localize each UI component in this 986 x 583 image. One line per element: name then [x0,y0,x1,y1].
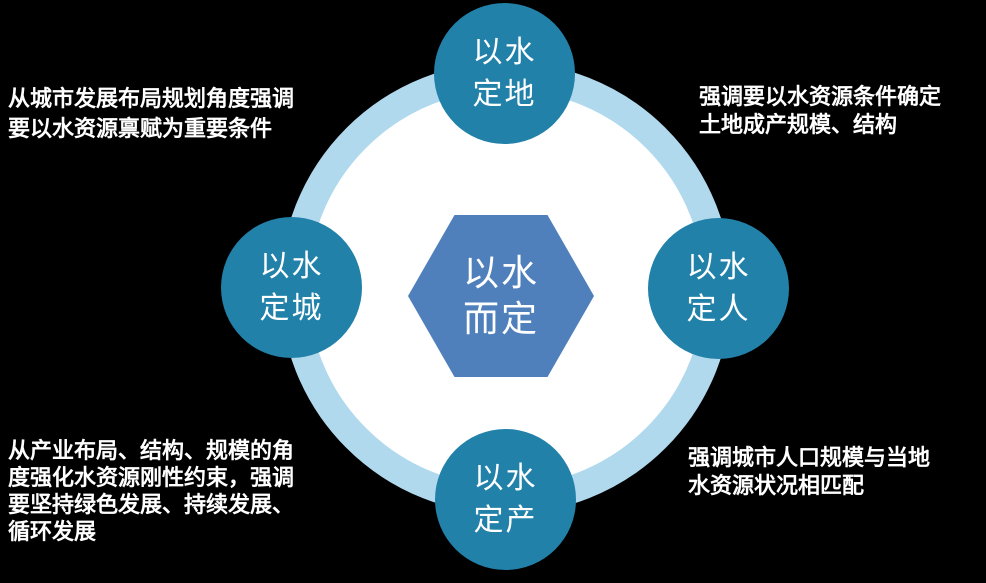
node-left-label-line2: 定城 [259,291,324,325]
node-top-label-line2: 定地 [472,77,537,111]
annotation-top-right: 强调要以水资源条件确定 土地成产规模、结构 [699,83,941,139]
annotation-line: 强调城市人口规模与当地 [688,445,931,470]
node-yishui-dingchan: 以水 定产 [435,429,576,570]
node-bottom-label-line1: 以水 [473,461,538,495]
annotation-line: 度强化水资源刚性约束，强调 [8,465,295,490]
annotation-line: 从产业布局、结构、规模的角 [8,438,295,463]
node-top-label-line1: 以水 [472,35,537,69]
annotation-line: 循环发展 [8,519,97,544]
node-yishui-dingcheng: 以水 定城 [221,217,362,358]
center-hexagon-yishui-erding: 以水 而定 [408,215,594,377]
annotation-line: 从城市发展布局规划角度强调 [8,86,295,111]
node-yishui-dingdi: 以水 定地 [434,3,575,144]
annotation-line: 土地成产规模、结构 [699,112,898,137]
annotation-line: 强调要以水资源条件确定 [699,84,942,109]
center-hexagon-label-line2: 而定 [462,298,539,339]
annotation-top-left: 从城市发展布局规划角度强调 要以水资源禀赋为重要条件 [8,84,294,144]
annotation-line: 要以水资源禀赋为重要条件 [8,116,273,141]
annotation-bottom-left: 从产业布局、结构、规模的角 度强化水资源刚性约束，强调 要坚持绿色发展、持续发展… [8,437,294,545]
annotation-line: 要坚持绿色发展、持续发展、 [8,492,295,517]
center-hexagon-label-line1: 以水 [462,252,539,293]
node-left-label-line1: 以水 [259,249,324,283]
node-right-label-line1: 以水 [686,250,751,284]
annotation-bottom-right: 强调城市人口规模与当地 水资源状况相匹配 [688,444,930,500]
annotation-line: 水资源状况相匹配 [688,473,865,498]
node-yishui-dingren: 以水 定人 [648,218,789,359]
node-right-label-line2: 定人 [686,292,751,326]
node-bottom-label-line2: 定产 [473,503,538,537]
